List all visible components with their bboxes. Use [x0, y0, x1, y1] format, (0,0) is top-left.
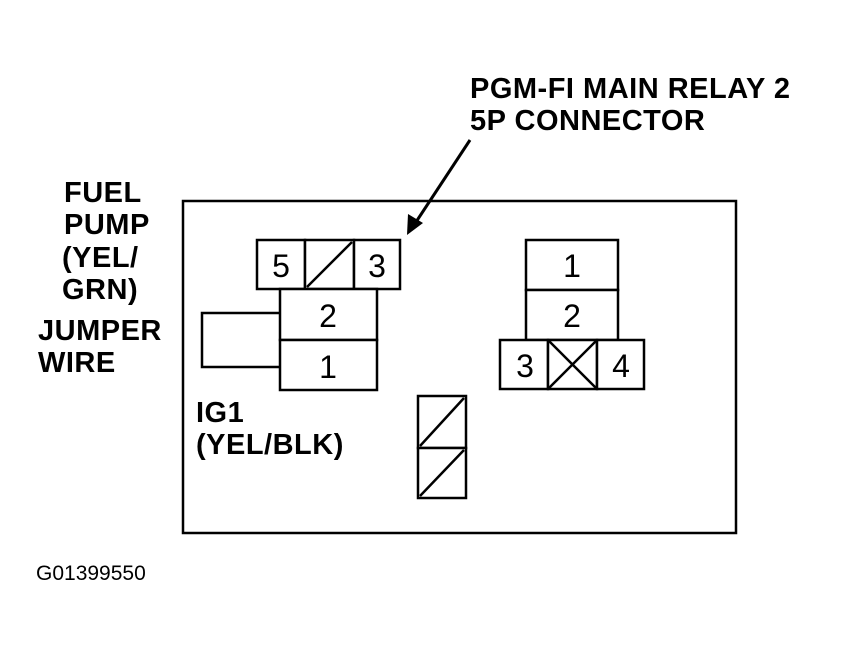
- fuel-pump-label-line3: (YEL/: [62, 242, 139, 274]
- jumper-wire-label-line1: JUMPER: [38, 315, 162, 347]
- left-connector: 5 3 2 1: [255, 238, 402, 392]
- left-pin-1-label: 1: [319, 349, 337, 385]
- right-pin-4-label: 4: [612, 348, 630, 384]
- fuel-pump-label-line4: GRN): [62, 274, 139, 306]
- right-connector: 1 2 3 4: [498, 238, 646, 391]
- ig1-label-line2: (YEL/BLK): [196, 429, 344, 461]
- connector-title-line2: 5P CONNECTOR: [470, 105, 706, 137]
- right-pin-4-cell: [595, 338, 646, 391]
- left-pin-5-label: 5: [272, 248, 290, 284]
- figure-id: G01399550: [36, 562, 146, 585]
- bottom-lower-slash: [419, 449, 465, 497]
- jumper-wire: [200, 311, 280, 369]
- left-pin-2-cell: [278, 287, 379, 342]
- left-pin-2-label: 2: [319, 298, 337, 334]
- right-pin-3-label: 3: [516, 348, 534, 384]
- fuel-pump-label-line1: FUEL: [64, 177, 142, 209]
- left-pin-3-label: 3: [368, 248, 386, 284]
- right-blank-cross-b: [547, 339, 598, 390]
- pointer-arrow-head: [407, 214, 423, 235]
- right-pin-2-cell: [524, 288, 620, 342]
- right-pin-1-label: 1: [563, 248, 581, 284]
- left-pin-1-cell: [278, 338, 379, 392]
- jumper-wire-label-line2: WIRE: [38, 347, 116, 379]
- relay-panel-outline: [181, 199, 738, 535]
- right-pin-2-label: 2: [563, 298, 581, 334]
- ig1-label-line1: IG1: [196, 397, 245, 429]
- pointer-arrow-line: [414, 139, 472, 223]
- connector-title-line1: PGM-FI MAIN RELAY 2: [470, 73, 791, 105]
- bottom-connector: [416, 394, 468, 500]
- left-blank-slash: [306, 241, 353, 288]
- bottom-upper-slash: [419, 397, 465, 447]
- fuel-pump-label-line2: PUMP: [64, 209, 150, 241]
